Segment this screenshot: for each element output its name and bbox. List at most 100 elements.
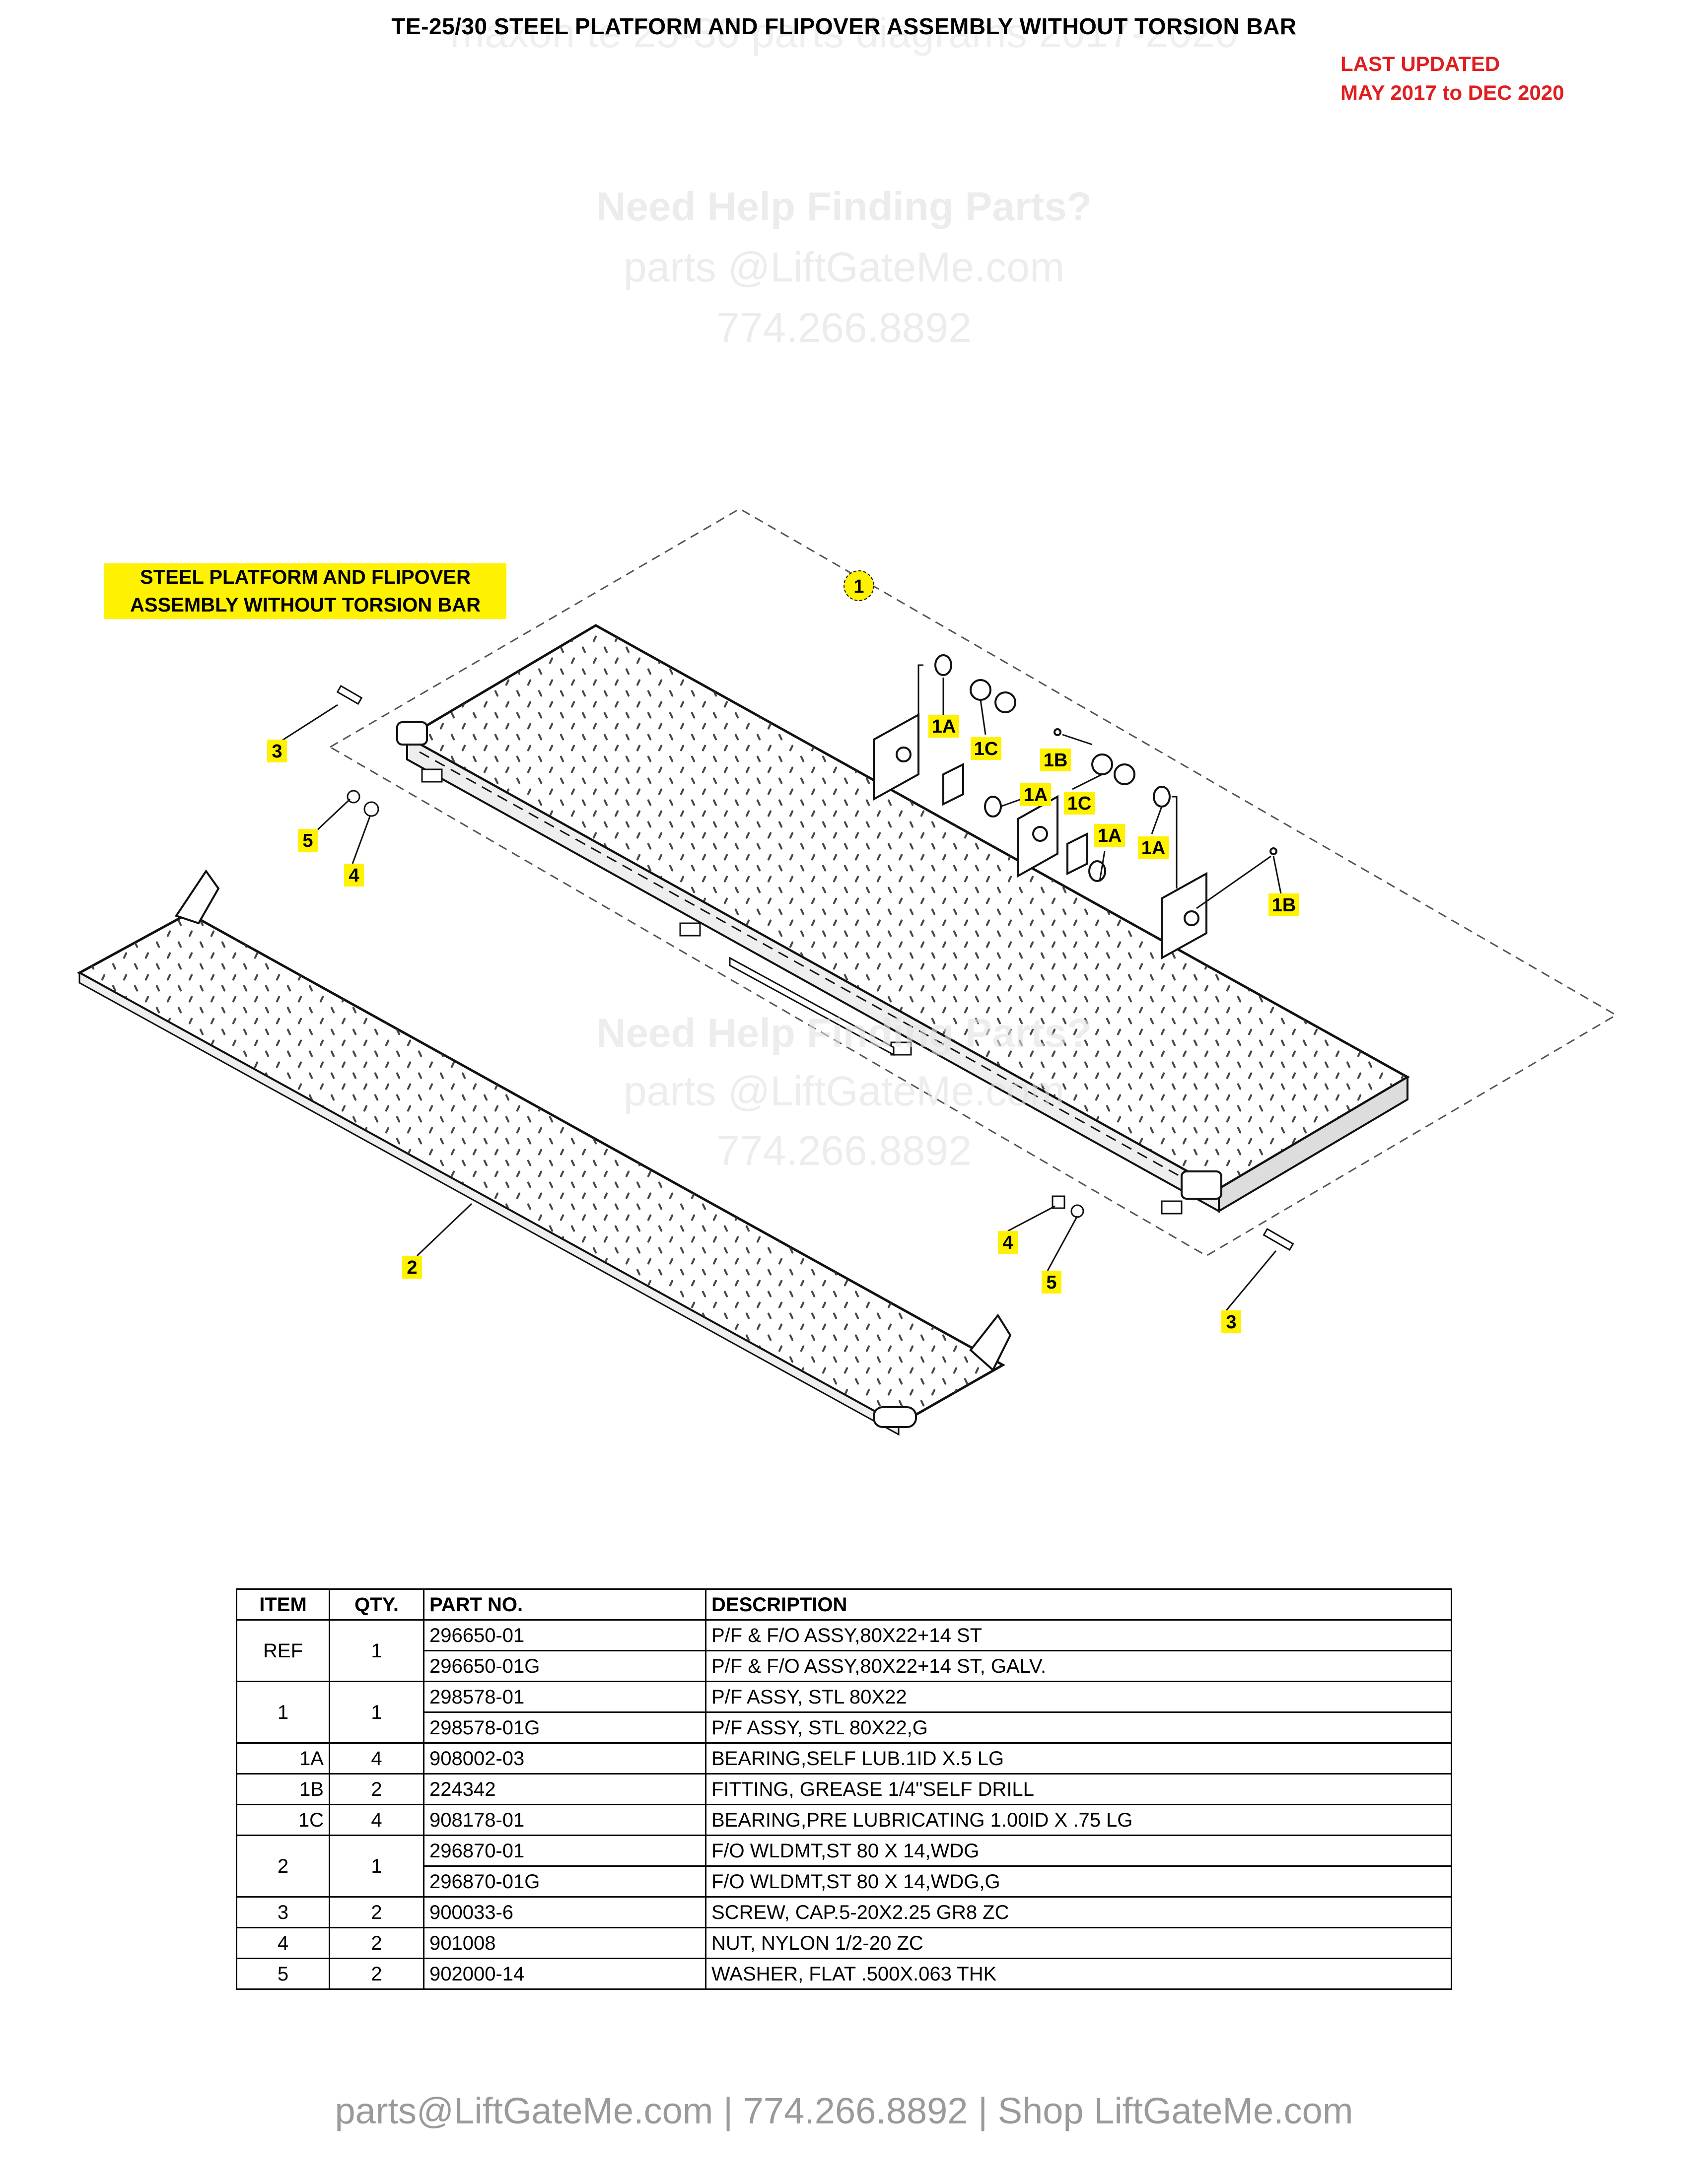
table-row: 1A 4 908002-03 BEARING,SELF LUB.1ID X.5 … xyxy=(236,1742,1452,1774)
col-header-desc: DESCRIPTION xyxy=(705,1588,1452,1621)
callout-1b-2-label: 1B xyxy=(1272,895,1296,916)
cell-part: 296870-01G xyxy=(423,1865,706,1898)
callout-1a-2-label: 1A xyxy=(1024,785,1048,806)
cell-item: 1B xyxy=(236,1773,330,1805)
cell-desc: P/F ASSY, STL 80X22,G xyxy=(705,1711,1452,1744)
callout-1: 1 xyxy=(844,570,874,601)
hardware xyxy=(336,684,1294,1251)
table-header-row: ITEM QTY. PART NO. DESCRIPTION xyxy=(236,1588,1452,1621)
bearings xyxy=(934,654,1277,882)
watermark-heading: Need Help Finding Parts? xyxy=(596,184,1092,229)
cell-desc: P/F ASSY, STL 80X22 xyxy=(705,1681,1452,1713)
page-title: TE-25/30 STEEL PLATFORM AND FLIPOVER ASS… xyxy=(391,13,1297,39)
cell-qty: 2 xyxy=(329,1896,424,1928)
main-platform xyxy=(396,624,1410,1215)
cell-part: 296650-01G xyxy=(423,1650,706,1682)
cell-part: 901008 xyxy=(423,1927,706,1959)
watermark-phone-2: 774.266.8892 xyxy=(716,1127,972,1174)
assembly-label: STEEL PLATFORM AND FLIPOVER ASSEMBLY WIT… xyxy=(104,563,506,619)
callout-3-left-label: 3 xyxy=(272,741,282,762)
cell-item: 1 xyxy=(236,1681,330,1744)
cell-desc: SCREW, CAP.5-20X2.25 GR8 ZC xyxy=(705,1896,1452,1928)
cell-item: 1A xyxy=(236,1742,330,1774)
callout-5-right-label: 5 xyxy=(1046,1272,1056,1293)
table-row: REF 1 296650-01 P/F & F/O ASSY,80X22+14 … xyxy=(236,1619,1452,1682)
watermark-top-line: maxon te 25-30 parts diagrams 2017-2020 xyxy=(450,9,1238,56)
cell-part: 908002-03 xyxy=(423,1742,706,1774)
callout-1c-2: 1C xyxy=(1064,792,1095,815)
cell-item: REF xyxy=(236,1619,330,1682)
cell-desc: NUT, NYLON 1/2-20 ZC xyxy=(705,1927,1452,1959)
callout-1b-1: 1B xyxy=(1040,749,1071,771)
watermark-heading-2: Need Help Finding Parts? xyxy=(596,1011,1092,1056)
watermark-phone: 774.266.8892 xyxy=(716,304,972,351)
cell-desc: P/F & F/O ASSY,80X22+14 ST xyxy=(705,1619,1452,1651)
callout-5-left-label: 5 xyxy=(302,830,313,851)
cell-qty: 4 xyxy=(329,1804,424,1836)
callout-4-right: 4 xyxy=(998,1231,1018,1254)
parts-table: ITEM QTY. PART NO. DESCRIPTION REF 1 296… xyxy=(236,1588,1452,1990)
table-row: 4 2 901008 NUT, NYLON 1/2-20 ZC xyxy=(236,1927,1452,1959)
assembly-label-line2: ASSEMBLY WITHOUT TORSION BAR xyxy=(130,594,481,616)
cell-qty: 2 xyxy=(329,1773,424,1805)
cell-part: 900033-6 xyxy=(423,1896,706,1928)
cell-item: 2 xyxy=(236,1835,330,1898)
cell-part: 908178-01 xyxy=(423,1804,706,1836)
last-updated-range: MAY 2017 to DEC 2020 xyxy=(1340,81,1564,104)
cell-qty: 2 xyxy=(329,1927,424,1959)
callout-1a-1: 1A xyxy=(928,715,959,738)
cell-item: 3 xyxy=(236,1896,330,1928)
callout-4-right-label: 4 xyxy=(1002,1232,1013,1253)
table-row: 296650-01G P/F & F/O ASSY,80X22+14 ST, G… xyxy=(237,1650,1452,1682)
table-row: 1 1 298578-01 P/F ASSY, STL 80X22 xyxy=(236,1681,1452,1744)
callout-1b-1-label: 1B xyxy=(1044,750,1068,771)
callout-3-right: 3 xyxy=(1221,1310,1241,1333)
cell-part: 298578-01 xyxy=(423,1681,706,1713)
cell-item: 1C xyxy=(236,1804,330,1836)
cell-part: 902000-14 xyxy=(423,1958,706,1990)
callout-4-left: 4 xyxy=(344,864,364,887)
table-row: 298578-01G P/F ASSY, STL 80X22,G xyxy=(237,1711,1452,1744)
cell-item: 4 xyxy=(236,1927,330,1959)
watermark-email: parts @LiftGateMe.com xyxy=(623,244,1065,290)
last-updated-label: LAST UPDATED xyxy=(1340,52,1500,75)
cell-qty: 1 xyxy=(329,1619,424,1682)
cell-desc: BEARING,SELF LUB.1ID X.5 LG xyxy=(705,1742,1452,1774)
callout-5-right: 5 xyxy=(1042,1271,1061,1294)
cell-desc: WASHER, FLAT .500X.063 THK xyxy=(705,1958,1452,1990)
cell-qty: 1 xyxy=(329,1681,424,1744)
assembly-boundary xyxy=(329,508,1618,1257)
assembly-label-line1: STEEL PLATFORM AND FLIPOVER xyxy=(140,566,471,588)
table-row: 1C 4 908178-01 BEARING,PRE LUBRICATING 1… xyxy=(236,1804,1452,1836)
callout-1b-2: 1B xyxy=(1268,893,1299,916)
callout-2-label: 2 xyxy=(407,1257,417,1278)
callout-1c-2-label: 1C xyxy=(1067,793,1092,814)
cell-qty: 1 xyxy=(329,1835,424,1898)
table-row: 3 2 900033-6 SCREW, CAP.5-20X2.25 GR8 ZC xyxy=(236,1896,1452,1928)
cell-part: 296650-01 xyxy=(423,1619,706,1651)
callout-4-left-label: 4 xyxy=(349,865,359,886)
cell-desc: P/F & F/O ASSY,80X22+14 ST, GALV. xyxy=(705,1650,1452,1682)
table-row: 296870-01G F/O WLDMT,ST 80 X 14,WDG,G xyxy=(237,1865,1452,1898)
callout-1-label: 1 xyxy=(853,576,864,597)
callout-1c-1: 1C xyxy=(971,737,1001,760)
callout-1a-2: 1A xyxy=(1020,783,1051,806)
callout-1c-1-label: 1C xyxy=(974,739,998,759)
callout-1a-1-label: 1A xyxy=(932,716,956,737)
cell-item: 5 xyxy=(236,1958,330,1990)
cell-desc: FITTING, GREASE 1/4"SELF DRILL xyxy=(705,1773,1452,1805)
watermark-email-2: parts @LiftGateMe.com xyxy=(623,1068,1065,1114)
cell-desc: F/O WLDMT,ST 80 X 14,WDG xyxy=(705,1835,1452,1867)
col-header-qty: QTY. xyxy=(329,1588,424,1621)
last-updated-note: LAST UPDATED MAY 2017 to DEC 2020 xyxy=(1340,50,1564,107)
cell-qty: 2 xyxy=(329,1958,424,1990)
table-row: 5 2 902000-14 WASHER, FLAT .500X.063 THK xyxy=(236,1958,1452,1990)
callout-5-left: 5 xyxy=(298,829,318,852)
cell-part: 224342 xyxy=(423,1773,706,1805)
callout-1a-3: 1A xyxy=(1094,824,1125,847)
cell-desc: F/O WLDMT,ST 80 X 14,WDG,G xyxy=(705,1865,1452,1898)
col-header-part: PART NO. xyxy=(423,1588,706,1621)
col-header-item: ITEM xyxy=(236,1588,330,1621)
cell-part: 296870-01 xyxy=(423,1835,706,1867)
footer-contact[interactable]: parts@LiftGateMe.com | 774.266.8892 | Sh… xyxy=(335,2090,1353,2131)
